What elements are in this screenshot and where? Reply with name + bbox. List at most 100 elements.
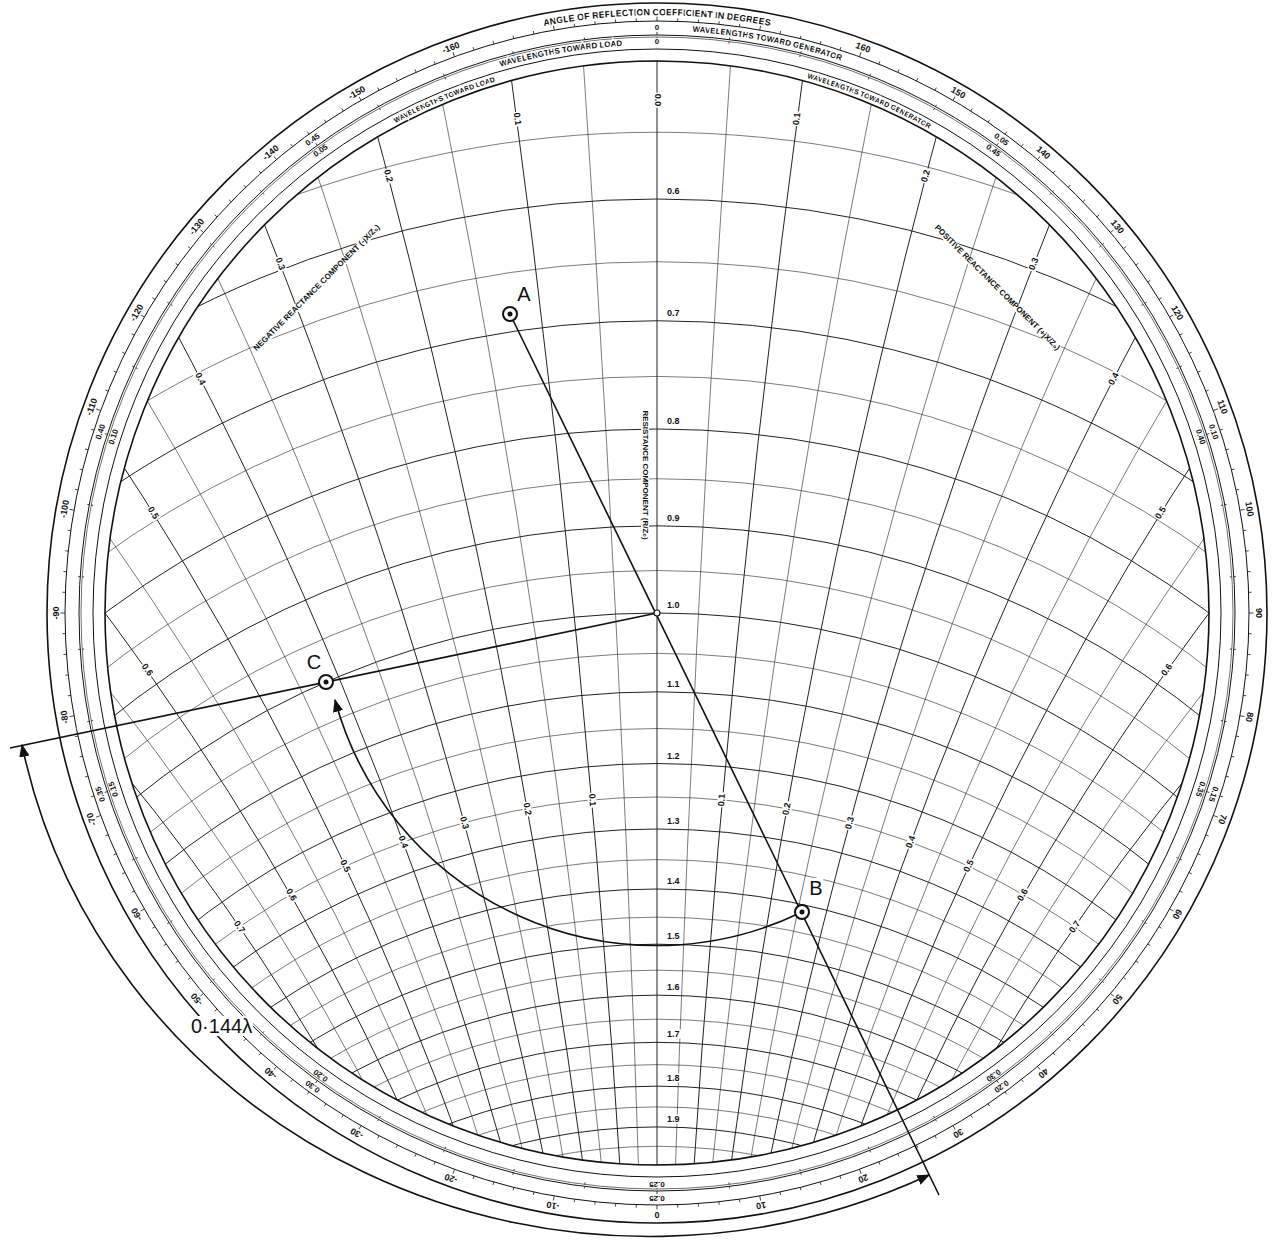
wavelength-tick bbox=[1225, 721, 1227, 722]
angle-tick bbox=[378, 1136, 379, 1139]
chart-boundary bbox=[105, 61, 1209, 1165]
angle-tick bbox=[1189, 352, 1192, 353]
angle-tick bbox=[62, 592, 65, 593]
scale-heading: WAVELENGTHS TOWARD LOAD bbox=[499, 39, 623, 69]
angle-tick bbox=[473, 1176, 475, 1179]
scale-ring bbox=[65, 21, 1249, 1205]
wavelength-tick bbox=[1099, 979, 1101, 980]
distance-arc bbox=[22, 745, 929, 1236]
wavelength-tick bbox=[512, 51, 513, 53]
wavelength-tick bbox=[1180, 366, 1182, 368]
angle-tick bbox=[780, 31, 782, 34]
angle-tick bbox=[971, 1115, 973, 1118]
wavelength-tick bbox=[263, 193, 264, 194]
angle-tick bbox=[594, 21, 595, 24]
angle-tick bbox=[152, 298, 155, 300]
wavelength-number: 0 bbox=[654, 24, 660, 32]
scale-ticks bbox=[59, 15, 1255, 1211]
angle-tick bbox=[188, 247, 190, 249]
angle-tick bbox=[1083, 1024, 1085, 1026]
angle-tick bbox=[492, 41, 494, 44]
angle-tick bbox=[677, 18, 678, 21]
reactance-value: 0.6 bbox=[1159, 662, 1175, 679]
wavelength-tick bbox=[377, 1120, 379, 1122]
angle-tick bbox=[739, 24, 740, 27]
angle-tick bbox=[1097, 1009, 1099, 1011]
angle-tick bbox=[760, 24, 761, 30]
angle-tick bbox=[492, 1182, 494, 1185]
reactance-value: 0.3 bbox=[1027, 256, 1041, 273]
reactance-value: 0.6 bbox=[1016, 886, 1031, 903]
angle-number: -160 bbox=[440, 41, 462, 56]
angle-tick bbox=[1226, 448, 1229, 450]
wavelength-tick bbox=[1230, 576, 1232, 577]
reactance-value: 0.4 bbox=[1106, 370, 1121, 387]
angle-number: -20 bbox=[443, 1171, 460, 1185]
resistance-value: 1.2 bbox=[666, 751, 681, 760]
angle-tick bbox=[1246, 550, 1249, 551]
angle-number: 0 bbox=[653, 1210, 660, 1219]
wavelength-number: 0.35 bbox=[1194, 780, 1207, 799]
resistance-value: 0.7 bbox=[666, 308, 681, 317]
wavelength-tick bbox=[933, 1116, 935, 1118]
scale-heading: WAVELENGTHS TOWARD LOAD bbox=[499, 39, 623, 69]
angle-tick bbox=[1243, 695, 1246, 696]
resistance-value: 1.7 bbox=[666, 1030, 681, 1039]
angle-tick bbox=[1124, 247, 1126, 249]
angle-tick bbox=[839, 47, 841, 50]
angle-tick bbox=[935, 1136, 936, 1139]
angle-number: -70 bbox=[85, 810, 99, 827]
angle-tick bbox=[820, 1182, 822, 1185]
wavelength-number: 0.35 bbox=[94, 784, 107, 803]
wavelength-tick bbox=[87, 721, 89, 722]
scale-heading: WAVELENGTHS TOWARD GENERATOR bbox=[692, 25, 843, 63]
wavelength-tick bbox=[82, 576, 84, 577]
angle-tick bbox=[132, 334, 135, 335]
reactance-value: 0.4 bbox=[193, 370, 208, 387]
angle-tick bbox=[839, 1176, 841, 1179]
angle-tick bbox=[324, 1104, 326, 1106]
resistance-circle bbox=[0, 797, 1273, 1249]
scale-heading: WAVELENGTHS TOWARD GENERATOR bbox=[692, 25, 843, 63]
angle-tick bbox=[1189, 873, 1192, 874]
wavelength-tick bbox=[167, 302, 169, 303]
resistance-value: 1.6 bbox=[666, 983, 681, 992]
resistance-circle bbox=[0, 729, 1273, 1249]
angle-tick bbox=[1180, 891, 1183, 892]
resistance-value: 1.8 bbox=[666, 1074, 681, 1083]
angle-tick bbox=[574, 1199, 575, 1202]
wavelength-number: 0.45 bbox=[983, 143, 1002, 160]
angle-number: -80 bbox=[59, 709, 70, 725]
resistance-circle bbox=[0, 692, 1273, 1249]
wavelength-tick bbox=[210, 981, 212, 982]
wavelength-number: 0.10 bbox=[1207, 423, 1220, 442]
wavelength-tick bbox=[868, 77, 870, 79]
angle-tick bbox=[473, 47, 475, 50]
wavelength-tick bbox=[1099, 246, 1101, 247]
wavelength-tick bbox=[260, 1034, 261, 1035]
angle-tick bbox=[1249, 592, 1252, 593]
resistance-value: 1.9 bbox=[666, 1114, 681, 1123]
angle-tick bbox=[113, 371, 116, 372]
angle-tick bbox=[1097, 215, 1099, 217]
angle-tick bbox=[176, 961, 178, 963]
angle-tick bbox=[324, 120, 326, 122]
angle-tick bbox=[1248, 571, 1251, 572]
angle-tick bbox=[75, 736, 78, 738]
angle-number: 60 bbox=[1171, 906, 1185, 921]
angle-tick bbox=[215, 1009, 217, 1011]
angle-tick bbox=[80, 756, 83, 758]
reactance-value: 0.0 bbox=[653, 92, 662, 107]
wavelength-tick bbox=[1230, 649, 1232, 650]
wavelength-tick bbox=[1145, 923, 1147, 924]
angle-tick bbox=[68, 530, 71, 531]
angle-tick bbox=[1159, 927, 1162, 929]
angle-tick bbox=[1198, 371, 1201, 372]
angle-tick bbox=[164, 280, 166, 282]
scale-heading: WAVELENGTHS TOWARD GENERATOR bbox=[807, 72, 933, 129]
angle-number: -90 bbox=[52, 605, 61, 620]
reactance-value: 0.2 bbox=[781, 801, 792, 817]
angle-tick bbox=[1231, 469, 1234, 471]
reactance-value: 0.7 bbox=[232, 918, 248, 935]
angle-tick bbox=[1220, 795, 1223, 797]
